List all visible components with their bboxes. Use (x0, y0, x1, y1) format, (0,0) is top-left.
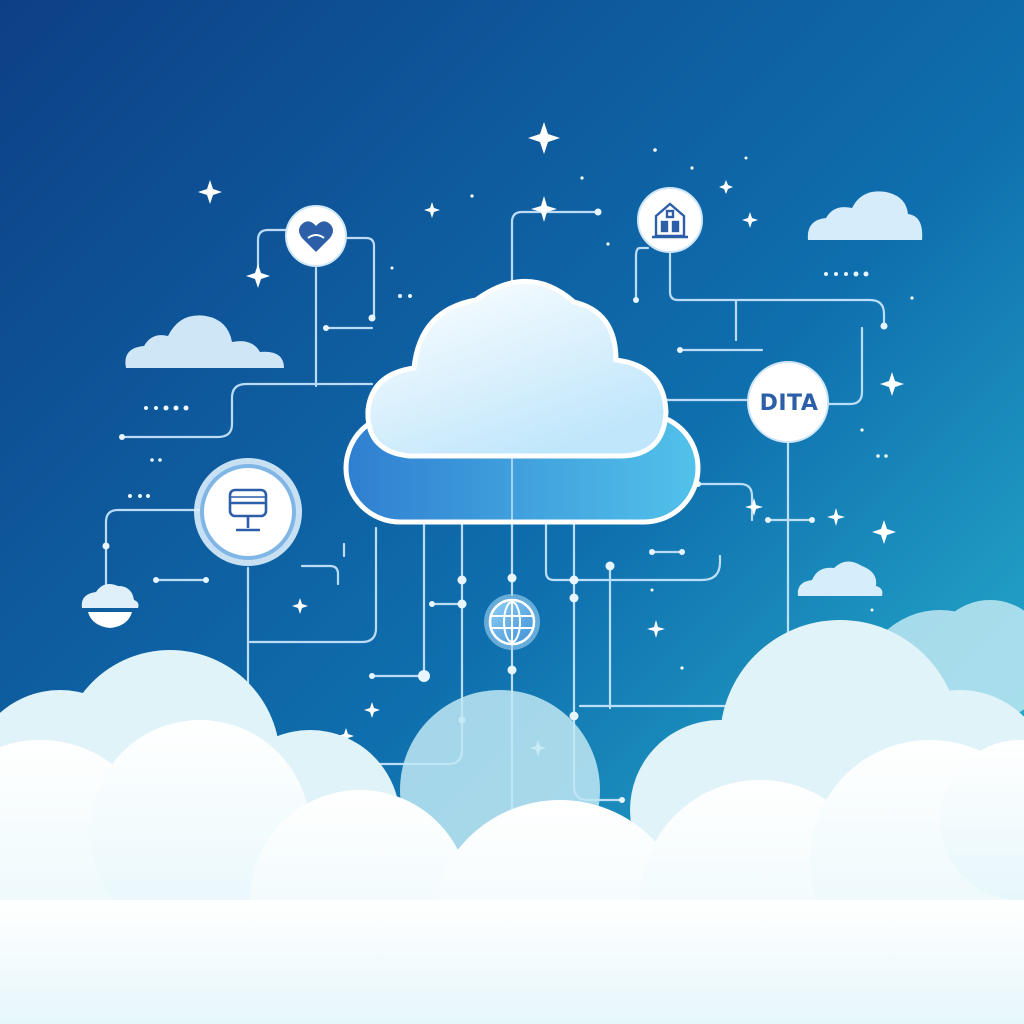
database-node (194, 458, 302, 566)
heart-icon (299, 221, 333, 252)
globe-node (484, 594, 540, 650)
small-cloud-top-right (807, 191, 923, 240)
cloud-bank-front (0, 720, 1024, 1024)
label-node-text: DITA (760, 391, 819, 416)
building-node (637, 187, 703, 253)
label-node: DITA (747, 361, 829, 443)
small-cloud-left (125, 315, 284, 368)
database-server-icon (228, 488, 268, 532)
globe-icon (492, 601, 532, 643)
small-cloud-bottom-left (81, 584, 139, 628)
heart-node (285, 205, 347, 267)
small-cloud-right (797, 561, 883, 596)
central-cloud-icon (343, 279, 701, 525)
building-icon (652, 202, 688, 239)
